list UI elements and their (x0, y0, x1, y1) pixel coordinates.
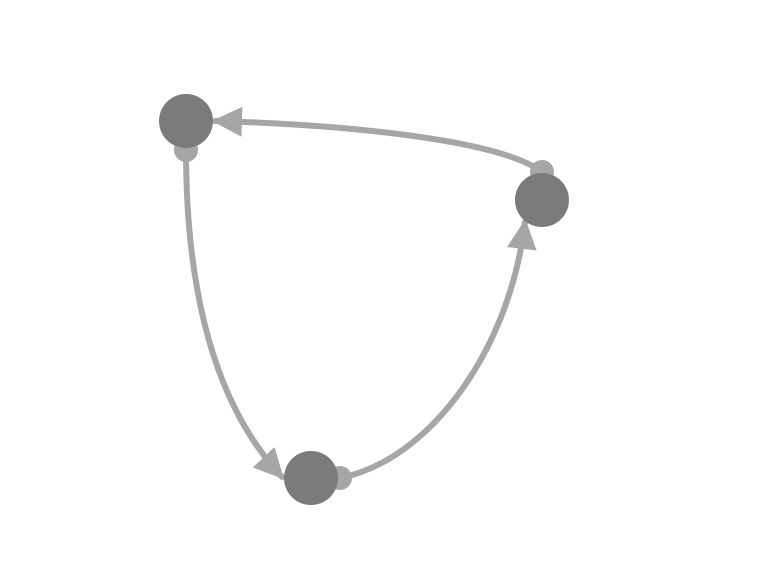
nodes-layer (159, 94, 569, 505)
node-a[interactable] (159, 94, 213, 148)
edge-b-to-c[interactable] (337, 219, 537, 481)
ports-layer (174, 138, 554, 490)
node-c[interactable] (515, 173, 569, 227)
edges-layer (183, 106, 545, 481)
node-b[interactable] (284, 451, 338, 505)
edge-a-to-b[interactable] (183, 147, 285, 480)
edge-c-to-a[interactable] (212, 106, 545, 175)
